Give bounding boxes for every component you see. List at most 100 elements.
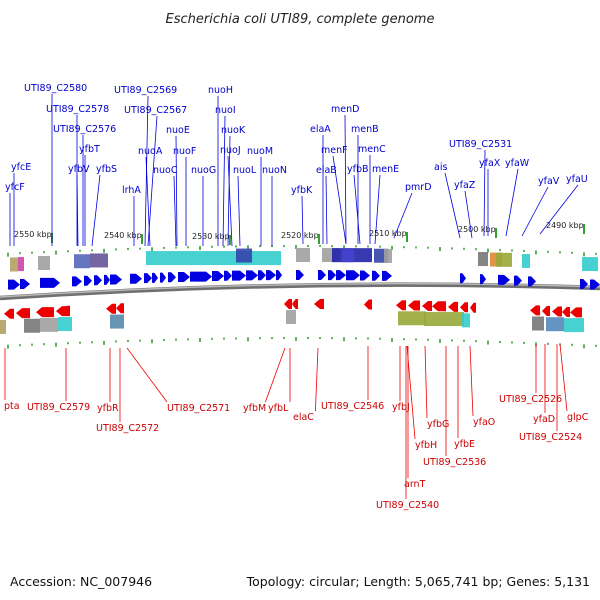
forward-gene-arrow: [528, 276, 536, 287]
gene-label-forward: nuoC: [153, 165, 178, 176]
leader-line-forward: [393, 192, 413, 239]
gene-label-forward: nuoA: [138, 146, 163, 157]
reverse-gene-arrow: [106, 303, 116, 314]
feature-block-upper: [496, 252, 512, 267]
feature-block-lower: [532, 316, 544, 331]
gene-label-forward: nuoH: [208, 85, 233, 96]
leader-line-forward: [521, 186, 549, 237]
feature-block-lower: [564, 318, 584, 333]
gene-label-forward: UTI89_C2576: [53, 124, 116, 135]
forward-gene-arrow: [72, 276, 82, 287]
gene-label-reverse: yfbL: [268, 403, 289, 414]
reverse-gene-arrow: [314, 299, 324, 310]
leader-line-forward: [227, 135, 231, 247]
feature-block-lower: [424, 312, 464, 327]
gene-label-forward: yfaU: [566, 174, 588, 185]
reverse-gene-arrow: [284, 299, 292, 310]
reverse-gene-arrow: [448, 301, 458, 312]
leader-line-reverse: [315, 347, 319, 412]
forward-gene-arrow: [110, 274, 122, 285]
reverse-gene-arrow: [422, 300, 432, 311]
gene-label-forward: yfbB: [347, 164, 369, 175]
feature-block-upper: [478, 252, 488, 267]
reverse-gene-arrow: [292, 299, 298, 310]
leader-line-forward: [145, 156, 151, 247]
reverse-gene-arrow: [530, 305, 540, 316]
leader-line-forward: [332, 155, 347, 245]
feature-blocks: [0, 248, 598, 334]
kbp-label: 2500 kbp: [458, 225, 496, 234]
forward-gene-arrow: [232, 270, 246, 281]
leader-line-forward: [175, 135, 178, 247]
reverse-gene-arrow: [562, 307, 570, 318]
gene-label-forward: UTI89_C2578: [46, 104, 109, 115]
feature-block-upper: [90, 253, 108, 268]
leader-line-forward: [344, 114, 347, 245]
leader-line-forward: [173, 175, 177, 247]
forward-gene-arrow: [296, 270, 304, 281]
leader-line-forward: [464, 190, 473, 239]
forward-gene-arrow: [318, 270, 326, 281]
reverse-gene-arrow: [16, 308, 30, 319]
leader-line-reverse: [559, 343, 568, 412]
forward-gene-arrow: [346, 270, 360, 281]
kbp-label: 2530 kbp: [192, 232, 230, 241]
forward-gene-arrow: [178, 271, 190, 282]
leader-line-reverse: [424, 345, 428, 419]
feature-block-lower: [462, 313, 470, 328]
leader-line-forward: [76, 174, 79, 247]
gene-label-reverse: yfbR: [97, 403, 119, 414]
forward-gene-arrow: [152, 272, 158, 283]
forward-gene-arrow: [168, 272, 176, 283]
feature-block-upper: [38, 256, 50, 271]
gene-label-reverse: yfbJ: [392, 402, 410, 413]
leader-line-forward: [237, 175, 241, 247]
gene-label-forward: nuoI: [215, 105, 236, 116]
leader-line-reverse: [469, 345, 474, 417]
forward-gene-arrow: [130, 273, 142, 284]
gene-label-reverse: UTI89_C2526: [499, 394, 562, 405]
gene-label-forward: yfcF: [5, 182, 25, 193]
feature-block-lower: [110, 314, 124, 329]
backbone-line: [0, 282, 600, 301]
leader-line-forward: [301, 195, 304, 245]
ticks: [7, 245, 597, 349]
forward-gene-arrow: [336, 270, 346, 281]
feature-block-lower: [398, 311, 426, 326]
forward-gene-arrow: [372, 270, 380, 281]
forward-gene-arrow: [360, 270, 370, 281]
feature-block-lower: [58, 317, 72, 332]
gene-label-forward: yfbV: [68, 164, 90, 175]
kbp-label: 2520 kbp: [281, 231, 319, 240]
reverse-gene-arrow: [432, 301, 446, 312]
map-title: Escherichia coli UTI89, complete genome: [166, 12, 435, 27]
gene-label-reverse: yfbM: [243, 403, 266, 414]
gene-label-reverse: UTI89_C2572: [96, 423, 159, 434]
gene-label-forward: menD: [331, 104, 359, 115]
label-leaders: [4, 94, 579, 499]
gene-label-forward: UTI89_C2531: [449, 139, 512, 150]
forward-gene-arrow: [590, 279, 600, 290]
kbp-label: 2510 kbp: [369, 229, 407, 238]
leader-line-forward: [444, 172, 461, 239]
gene-label-reverse: yfaD: [533, 414, 555, 425]
gene-label-forward: lrhA: [122, 185, 141, 196]
leader-line-forward: [222, 115, 226, 247]
gene-label-reverse: yfbH: [415, 440, 437, 451]
gene-label-reverse: UTI89_C2536: [423, 457, 486, 468]
feature-block-upper: [146, 251, 281, 266]
leader-line-forward: [539, 184, 579, 235]
forward-gene-arrow: [104, 274, 110, 285]
reverse-gene-arrow: [408, 300, 420, 311]
forward-gene-arrow: [84, 275, 92, 286]
gene-label-forward: UTI89_C2569: [114, 85, 177, 96]
feature-block-lower: [286, 310, 296, 325]
gene-label-forward: nuoJ: [220, 145, 241, 156]
feature-block-upper: [18, 257, 24, 272]
leader-line-forward: [483, 149, 486, 237]
gene-label-forward: yfbT: [79, 144, 100, 155]
reverse-gene-arrow: [460, 302, 468, 313]
gene-label-forward: nuoG: [191, 165, 216, 176]
